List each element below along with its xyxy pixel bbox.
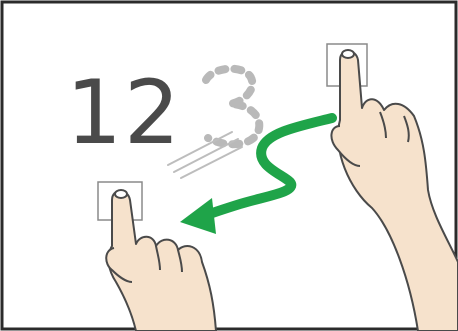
written-digits: 12 (66, 61, 182, 164)
